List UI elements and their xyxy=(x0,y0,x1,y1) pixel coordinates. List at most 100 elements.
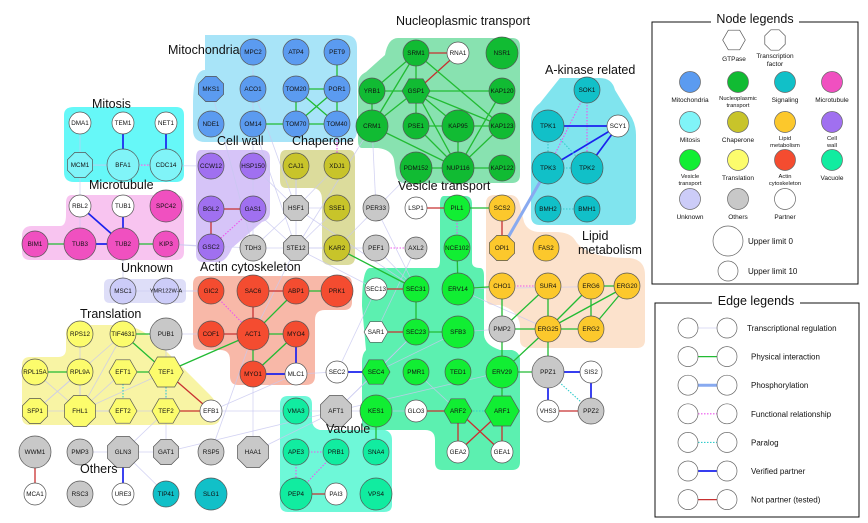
node-vps4[interactable]: VPS4 xyxy=(359,477,393,511)
node-pub1[interactable]: PUB1 xyxy=(149,317,183,351)
node-cof1[interactable]: COF1 xyxy=(197,320,225,348)
node-pai3[interactable]: PAI3 xyxy=(324,482,348,506)
node-act1[interactable]: ACT1 xyxy=(236,317,270,351)
node-efb1[interactable]: EFB1 xyxy=(199,399,223,423)
node-bim1[interactable]: BIM1 xyxy=(21,230,49,258)
node-erg6[interactable]: ERG6 xyxy=(577,272,605,300)
node-sfp1[interactable]: SFP1 xyxy=(22,398,48,424)
node-tub3[interactable]: TUB3 xyxy=(63,227,97,261)
node-tef1[interactable]: TEF1 xyxy=(148,356,184,388)
node-pmp3[interactable]: PMP3 xyxy=(66,438,94,466)
node-ccw12[interactable]: CCW12 xyxy=(197,152,225,180)
node-rsc3[interactable]: RSC3 xyxy=(66,480,94,508)
node-dma1[interactable]: DMA1 xyxy=(68,111,92,135)
node-sec2[interactable]: SEC2 xyxy=(325,360,349,384)
node-kap120[interactable]: KAP120 xyxy=(488,77,516,105)
node-tub1[interactable]: TUB1 xyxy=(111,194,135,218)
node-fas2[interactable]: FAS2 xyxy=(532,234,560,262)
node-sfb3[interactable]: SFB3 xyxy=(441,315,475,349)
node-tpk2[interactable]: TPK2 xyxy=(570,151,604,185)
node-sok1[interactable]: SOK1 xyxy=(573,76,601,104)
node-bmh2[interactable]: BMH2 xyxy=(534,195,562,223)
node-bgl2[interactable]: BGL2 xyxy=(197,195,225,223)
node-nsr1[interactable]: NSR1 xyxy=(485,36,519,70)
node-tom20[interactable]: TOM20 xyxy=(282,75,310,103)
node-gas1[interactable]: GAS1 xyxy=(239,195,267,223)
node-nce102[interactable]: NCE102 xyxy=(443,234,471,262)
node-tom40[interactable]: TOM40 xyxy=(323,110,351,138)
node-gea1[interactable]: GEA1 xyxy=(490,440,514,464)
node-tub2[interactable]: TUB2 xyxy=(106,227,140,261)
node-sec4[interactable]: SEC4 xyxy=(361,359,391,385)
node-vma3[interactable]: VMA3 xyxy=(282,397,310,425)
node-slg1[interactable]: SLG1 xyxy=(194,477,228,511)
node-pmp2[interactable]: PMP2 xyxy=(488,315,516,343)
node-caj1[interactable]: CAJ1 xyxy=(282,152,310,180)
node-ape3[interactable]: APE3 xyxy=(282,438,310,466)
node-ted1[interactable]: TED1 xyxy=(444,358,472,386)
node-fhl1[interactable]: FHL1 xyxy=(64,395,96,427)
node-eft1[interactable]: EFT1 xyxy=(108,359,138,385)
node-ppz1[interactable]: PPZ1 xyxy=(531,355,565,389)
node-sec13[interactable]: SEC13 xyxy=(364,277,388,301)
node-yrb1[interactable]: YRB1 xyxy=(358,77,386,105)
node-pep4[interactable]: PEP4 xyxy=(279,477,313,511)
node-rpl9a[interactable]: RPL9A xyxy=(66,358,94,386)
node-bmh1[interactable]: BMH1 xyxy=(573,195,601,223)
node-rps12[interactable]: RPS12 xyxy=(66,320,94,348)
node-haa1[interactable]: HAA1 xyxy=(237,436,269,468)
node-kap95[interactable]: KAP95 xyxy=(441,109,475,143)
node-arf1[interactable]: ARF1 xyxy=(484,395,520,427)
node-scs2[interactable]: SCS2 xyxy=(488,194,516,222)
node-srm1[interactable]: SRM1 xyxy=(402,39,430,67)
node-gln3[interactable]: GLN3 xyxy=(107,436,139,468)
node-pdm152[interactable]: PDM152 xyxy=(399,151,433,185)
node-kap123[interactable]: KAP123 xyxy=(488,112,516,140)
node-sna4[interactable]: SNA4 xyxy=(362,438,390,466)
node-rna1[interactable]: RNA1 xyxy=(446,41,470,65)
node-wwm1[interactable]: WWM1 xyxy=(18,435,52,469)
node-nde1[interactable]: NDE1 xyxy=(197,110,225,138)
node-pil1[interactable]: PIL1 xyxy=(443,194,471,222)
node-tdh3[interactable]: TDH3 xyxy=(239,234,267,262)
node-pse1[interactable]: PSE1 xyxy=(402,112,430,140)
node-tif4631[interactable]: TIF4631 xyxy=(109,320,137,348)
node-vhs3[interactable]: VHS3 xyxy=(536,399,560,423)
node-aft1[interactable]: AFT1 xyxy=(320,395,352,427)
node-prb1[interactable]: PRB1 xyxy=(322,438,350,466)
node-arf2[interactable]: ARF2 xyxy=(443,398,473,424)
node-eft2[interactable]: EFT2 xyxy=(108,398,138,424)
node-atp4[interactable]: ATP4 xyxy=(282,38,310,66)
node-tef2[interactable]: TEF2 xyxy=(151,398,181,424)
node-tpk3[interactable]: TPK3 xyxy=(531,151,565,185)
node-gsp1[interactable]: GSP1 xyxy=(401,78,431,104)
node-gic2[interactable]: GIC2 xyxy=(197,277,225,305)
node-hsp150[interactable]: HSP150 xyxy=(239,152,267,180)
node-msc1[interactable]: MSC1 xyxy=(109,277,137,305)
node-erv29[interactable]: ERV29 xyxy=(485,355,519,389)
node-pet9[interactable]: PET9 xyxy=(323,38,351,66)
node-mks1[interactable]: MKS1 xyxy=(198,76,224,102)
node-sec23[interactable]: SEC23 xyxy=(402,318,430,346)
node-sur4[interactable]: SUR4 xyxy=(534,272,562,300)
node-spc42[interactable]: SPC42 xyxy=(149,189,183,223)
node-rpl15a[interactable]: RPL15A xyxy=(21,358,49,386)
node-kip3[interactable]: KIP3 xyxy=(152,230,180,258)
node-cdc14[interactable]: CDC14 xyxy=(149,148,183,182)
node-pmr1[interactable]: PMR1 xyxy=(402,358,430,386)
node-tom70[interactable]: TOM70 xyxy=(282,110,310,138)
node-erv14[interactable]: ERV14 xyxy=(441,272,475,306)
node-scy1[interactable]: SCY1 xyxy=(606,114,630,138)
node-mca1[interactable]: MCA1 xyxy=(23,482,47,506)
node-sse1[interactable]: SSE1 xyxy=(323,194,351,222)
node-sac6[interactable]: SAC6 xyxy=(236,274,270,308)
node-sis2[interactable]: SIS2 xyxy=(579,360,603,384)
node-per33[interactable]: PER33 xyxy=(362,194,390,222)
node-lsp1[interactable]: LSP1 xyxy=(404,196,428,220)
node-gea2[interactable]: GEA2 xyxy=(446,440,470,464)
node-ste12[interactable]: STE12 xyxy=(283,235,309,261)
node-kes1[interactable]: KES1 xyxy=(359,394,393,428)
node-tem1[interactable]: TEM1 xyxy=(111,111,135,135)
node-kar2[interactable]: KAR2 xyxy=(323,234,351,262)
node-tip41[interactable]: TIP41 xyxy=(152,480,180,508)
